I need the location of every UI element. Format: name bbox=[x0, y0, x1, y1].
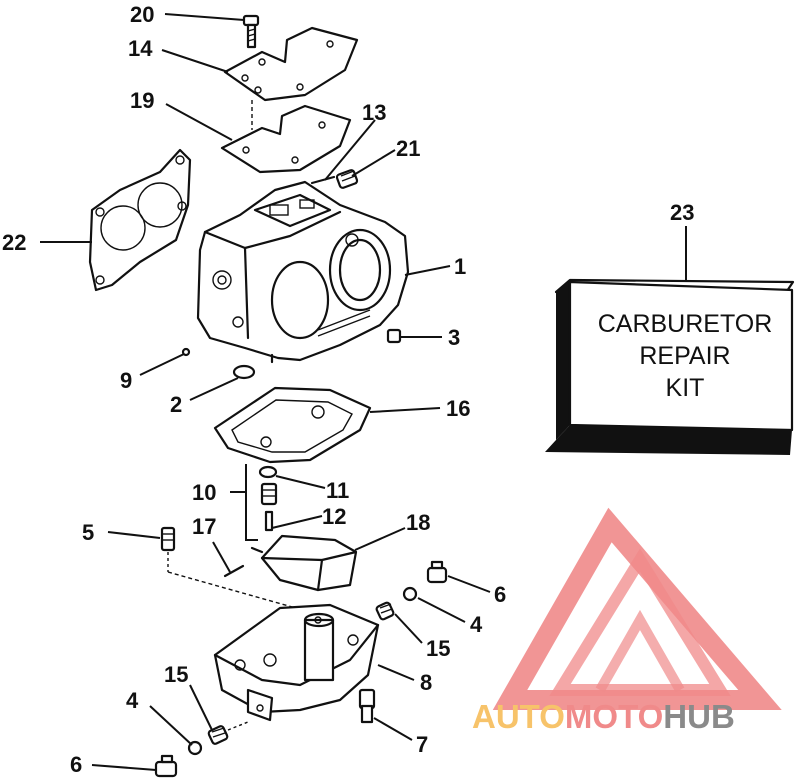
part-9-ball bbox=[181, 347, 191, 357]
logo-hub-text: HUB bbox=[663, 698, 735, 735]
part-2-disc bbox=[232, 364, 256, 380]
kit-label-line2: REPAIR bbox=[639, 342, 730, 370]
logo-moto-text: MOTO bbox=[565, 698, 663, 735]
callout-13: 13 bbox=[362, 100, 386, 125]
callout-22: 22 bbox=[2, 230, 26, 255]
part-23-repair-kit-box: CARBURETOR REPAIR KIT bbox=[545, 278, 795, 455]
part-11-seat bbox=[260, 482, 278, 506]
part-4-washer-upper bbox=[402, 586, 418, 602]
callout-8: 8 bbox=[420, 670, 432, 695]
part-6-plug-upper bbox=[426, 560, 448, 584]
callout-2: 2 bbox=[170, 392, 182, 417]
callout-15-lower: 15 bbox=[164, 662, 188, 687]
callout-21: 21 bbox=[396, 136, 420, 161]
part-5-screw bbox=[160, 526, 311, 613]
callout-19: 19 bbox=[130, 88, 154, 113]
callout-6-lower: 6 bbox=[70, 752, 82, 777]
callout-18: 18 bbox=[406, 510, 430, 535]
callout-3: 3 bbox=[448, 325, 460, 350]
callout-15-upper: 15 bbox=[426, 636, 450, 661]
callout-20: 20 bbox=[130, 2, 154, 27]
part-16-bowl-gasket bbox=[213, 386, 372, 464]
part-7-screw bbox=[358, 688, 376, 724]
part-8-float-bowl bbox=[213, 603, 380, 722]
kit-label-line1: CARBURETOR bbox=[598, 310, 773, 338]
part-19-gasket bbox=[220, 100, 352, 174]
part-17-hinge-pin bbox=[223, 564, 245, 578]
leader-lines bbox=[40, 13, 687, 771]
part-14-cover-plate bbox=[223, 26, 359, 102]
part-10-needle-seat-assembly bbox=[230, 464, 258, 541]
callout-6-upper: 6 bbox=[494, 582, 506, 607]
svg-text:AUTOMOTOHUB: AUTOMOTOHUB bbox=[472, 698, 735, 735]
part-18-float bbox=[250, 534, 358, 592]
part-6-plug-lower bbox=[154, 754, 178, 778]
part-15-screw-lower bbox=[207, 721, 249, 745]
automotohub-logo: AUTOMOTOHUB bbox=[472, 507, 782, 735]
logo-auto-text: AUTO bbox=[472, 698, 565, 735]
callout-4-upper: 4 bbox=[470, 612, 483, 637]
part-13-pin bbox=[310, 175, 336, 185]
callout-16: 16 bbox=[446, 396, 470, 421]
callout-labels: 20 14 19 13 21 22 1 3 9 2 16 10 11 12 5 … bbox=[2, 2, 694, 777]
part-21-jet bbox=[335, 169, 359, 189]
callout-10: 10 bbox=[192, 480, 216, 505]
part-20-screw bbox=[242, 14, 260, 49]
kit-label-line3: KIT bbox=[666, 374, 705, 402]
part-3-screw bbox=[386, 328, 402, 344]
callout-12: 12 bbox=[322, 504, 346, 529]
callout-5: 5 bbox=[82, 520, 94, 545]
part-1-carburetor-body bbox=[196, 180, 410, 364]
callout-14: 14 bbox=[128, 36, 153, 61]
callout-4-lower: 4 bbox=[126, 688, 139, 713]
part-15-screw-upper bbox=[375, 601, 395, 621]
callout-17: 17 bbox=[192, 514, 216, 539]
callout-1: 1 bbox=[454, 254, 466, 279]
callout-9: 9 bbox=[120, 368, 132, 393]
callout-7: 7 bbox=[416, 732, 428, 757]
callout-11: 11 bbox=[326, 478, 349, 503]
callout-23: 23 bbox=[670, 200, 694, 225]
part-11-washer bbox=[258, 465, 278, 479]
part-12-needle bbox=[264, 510, 274, 532]
part-22-flange-gasket bbox=[88, 148, 192, 292]
